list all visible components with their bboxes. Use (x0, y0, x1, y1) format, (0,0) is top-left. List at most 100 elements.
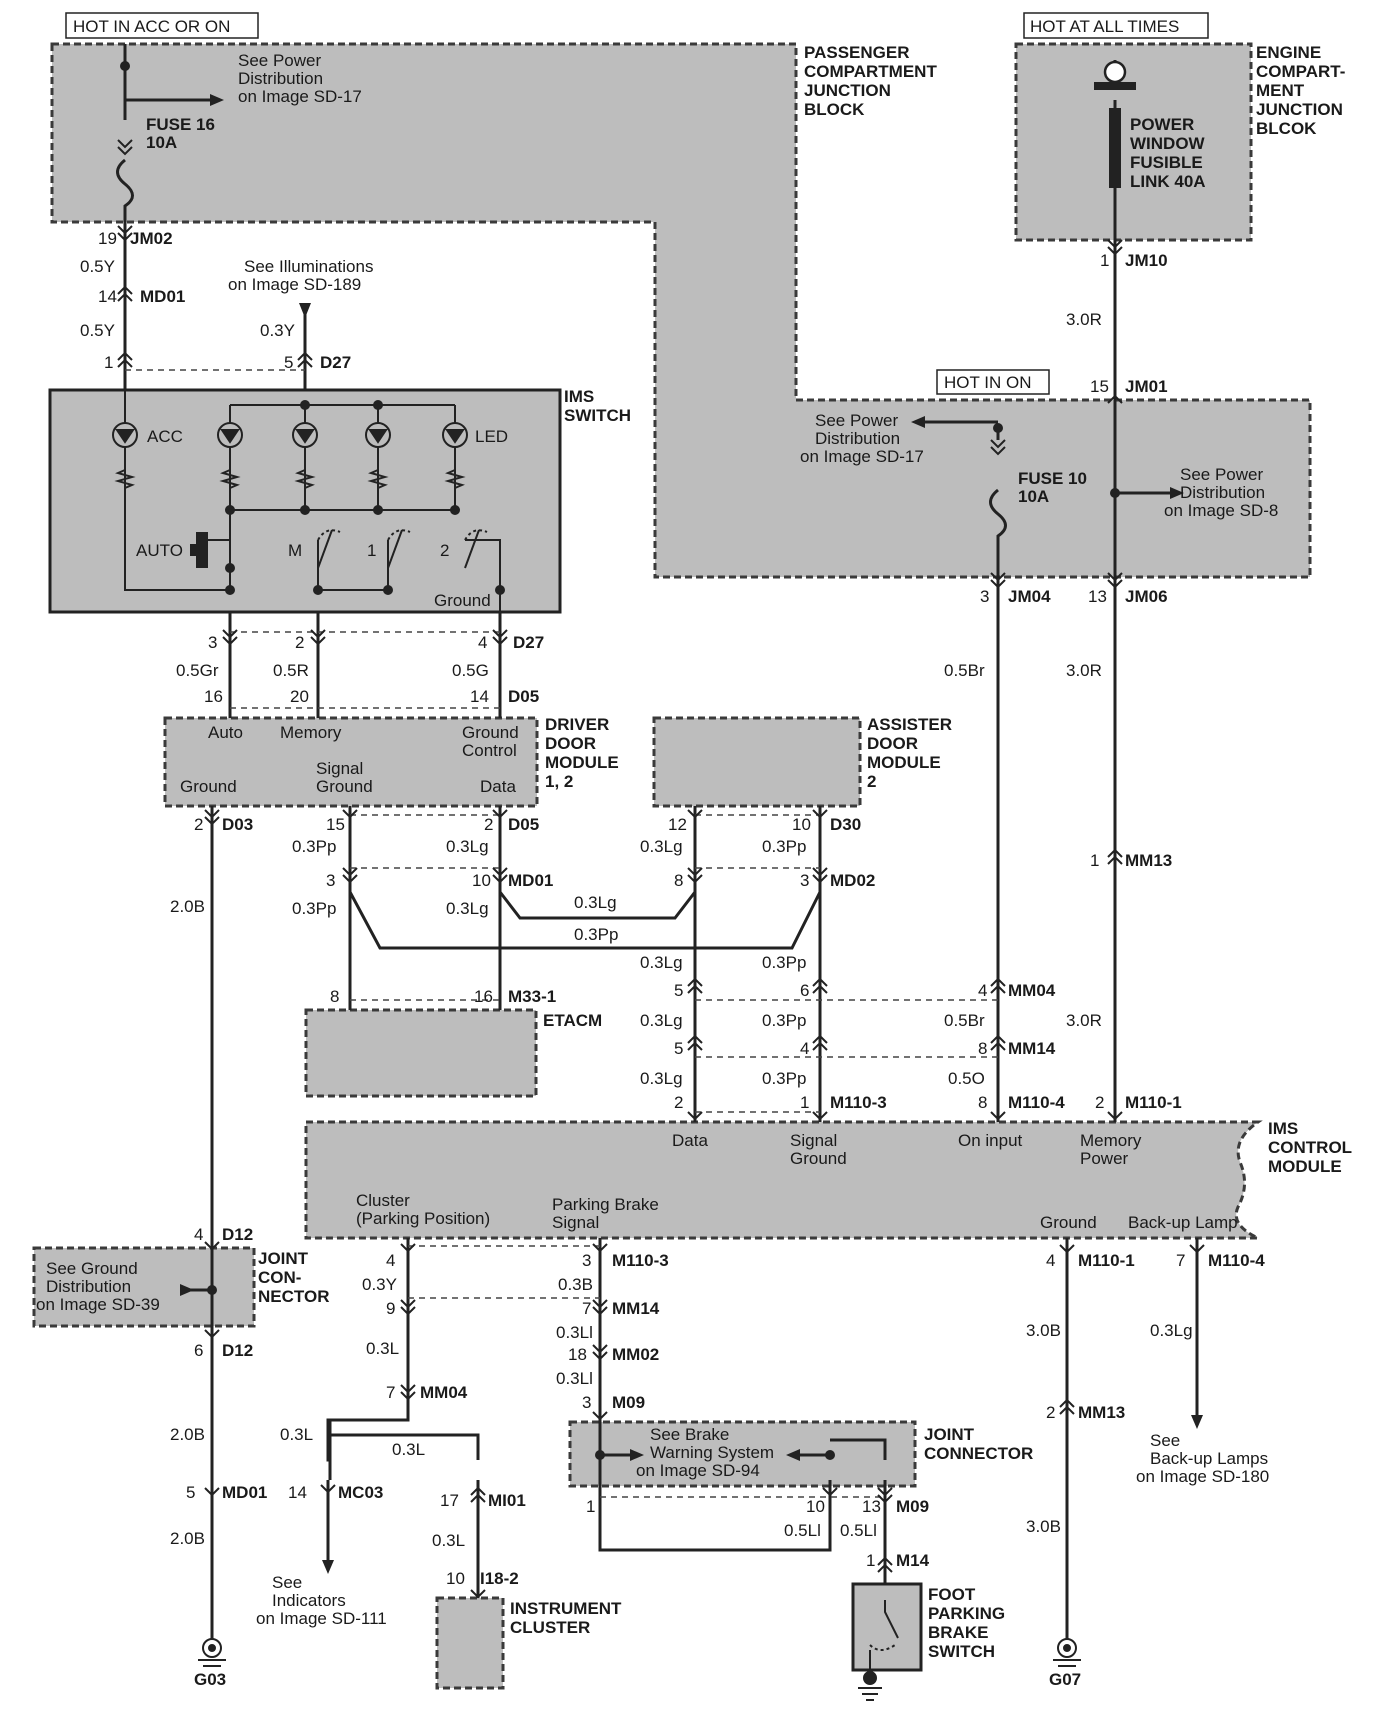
wire-03ll-a: 0.3Ll (556, 1323, 593, 1342)
pin-1-e: 1 (586, 1497, 595, 1516)
switch-ground-label: Ground (434, 591, 491, 610)
conn-mm04: MM04 (420, 1383, 468, 1402)
conn-d05: D05 (508, 815, 539, 834)
fuse16-chevrons (117, 139, 133, 156)
pin-1-a: 1 (104, 353, 113, 372)
pin-4-e: 4 (386, 1251, 395, 1270)
cm-on-input-label: On input (958, 1131, 1023, 1150)
pin-7-c: 7 (1176, 1251, 1185, 1270)
wire-05y-a: 0.5Y (80, 257, 115, 276)
wire-03pp-a: 0.3Pp (292, 837, 336, 856)
wire-03lg-cross: 0.3Lg (574, 893, 617, 912)
pin-6: 6 (800, 981, 809, 1000)
wire-03lg-b: 0.3Lg (446, 899, 489, 918)
wire-03lg-e: 0.3Lg (640, 1011, 683, 1030)
conn-mi01: MI01 (488, 1491, 526, 1510)
pin-20: 20 (290, 687, 309, 706)
pin-4-d: 4 (194, 1225, 203, 1244)
ground-g07: G07 (1049, 1670, 1081, 1689)
conn-m09-top: M09 (612, 1393, 645, 1412)
etacm-block (304, 1008, 538, 1098)
pin-15-a: 15 (326, 815, 345, 834)
pin-16-b: 16 (474, 987, 493, 1006)
pin-2-b: 2 (194, 815, 203, 834)
hot-in-on-label: HOT IN ON (944, 373, 1032, 392)
pin-8-a: 8 (674, 871, 683, 890)
wire-05o: 0.5O (948, 1069, 985, 1088)
conn-d30: D30 (830, 815, 861, 834)
pin-6-b: 6 (194, 1341, 203, 1360)
pin-1-c: 1 (1100, 251, 1109, 270)
wire-20b-a: 2.0B (170, 897, 205, 916)
conn-d12: D12 (222, 1341, 253, 1360)
fusible-link-icon (1094, 60, 1136, 188)
pin-10-d: 10 (446, 1569, 465, 1588)
wire-05y-b: 0.5Y (80, 321, 115, 340)
conn-md01-mid: MD01 (508, 871, 553, 890)
wires (116, 44, 1199, 1640)
one-label: 1 (367, 541, 376, 560)
conn-i18-2: I18-2 (480, 1569, 519, 1588)
fuse10-name: FUSE 10 (1018, 469, 1087, 488)
pin-12: 12 (668, 815, 687, 834)
cm-data-label: Data (672, 1131, 708, 1150)
conn-mm14-top: MM14 (1008, 1039, 1056, 1058)
connector-ids: JM02 MD01 D27 D27 D05 D03 D05 D30 MD01 M… (130, 229, 1265, 1588)
conn-d05-top: D05 (508, 687, 539, 706)
foot-brake-switch-block (851, 1582, 923, 1672)
wire-05br-b: 0.5Br (944, 1011, 985, 1030)
conn-mm04-top: MM04 (1008, 981, 1056, 1000)
wire-03ll-b: 0.3Ll (556, 1369, 593, 1388)
wire-20b-c: 2.0B (170, 1529, 205, 1548)
conn-m110-1-top: M110-1 (1125, 1093, 1182, 1112)
pin-5-d: 5 (186, 1483, 195, 1502)
pin-3-c: 3 (800, 871, 809, 890)
fuse10-chevrons (990, 439, 1006, 456)
pin-14-b: 14 (470, 687, 489, 706)
conn-md01-bot: MD01 (222, 1483, 267, 1502)
conn-mc03: MC03 (338, 1483, 383, 1502)
conn-d03: D03 (222, 815, 253, 834)
conn-m110-3-top: M110-3 (830, 1093, 887, 1112)
pin-13-a: 13 (1088, 587, 1107, 606)
pin-4-b: 4 (978, 981, 987, 1000)
conn-mm02: MM02 (612, 1345, 659, 1364)
wire-30r-b: 3.0R (1066, 661, 1102, 680)
junction-dots (120, 61, 1120, 1460)
ground-symbols (198, 1638, 1081, 1701)
switch-labels: ACC LED AUTO M 1 2 Ground (136, 427, 508, 610)
m-label: M (288, 541, 302, 560)
wire-03lg-a: 0.3Lg (446, 837, 489, 856)
wire-03pp-c: 0.3Pp (762, 837, 806, 856)
conn-m09: M09 (896, 1497, 929, 1516)
wire-03l-a: 0.3L (366, 1339, 399, 1358)
pin-2-f: 2 (1046, 1403, 1055, 1422)
pin-14-a: 14 (98, 287, 117, 306)
pin-4-a: 4 (478, 633, 487, 652)
conn-m33-1: M33-1 (508, 987, 556, 1006)
conn-md02: MD02 (830, 871, 875, 890)
pin-2-c: 2 (484, 815, 493, 834)
pin-3-e: 3 (582, 1251, 591, 1270)
conn-mm14: MM14 (612, 1299, 660, 1318)
cm-cluster-label: Cluster(Parking Position) (356, 1191, 490, 1228)
wire-03pp-cross: 0.3Pp (574, 925, 618, 944)
hot-acc-on-label: HOT IN ACC OR ON (73, 17, 230, 36)
pin-8-d: 8 (978, 1093, 987, 1112)
